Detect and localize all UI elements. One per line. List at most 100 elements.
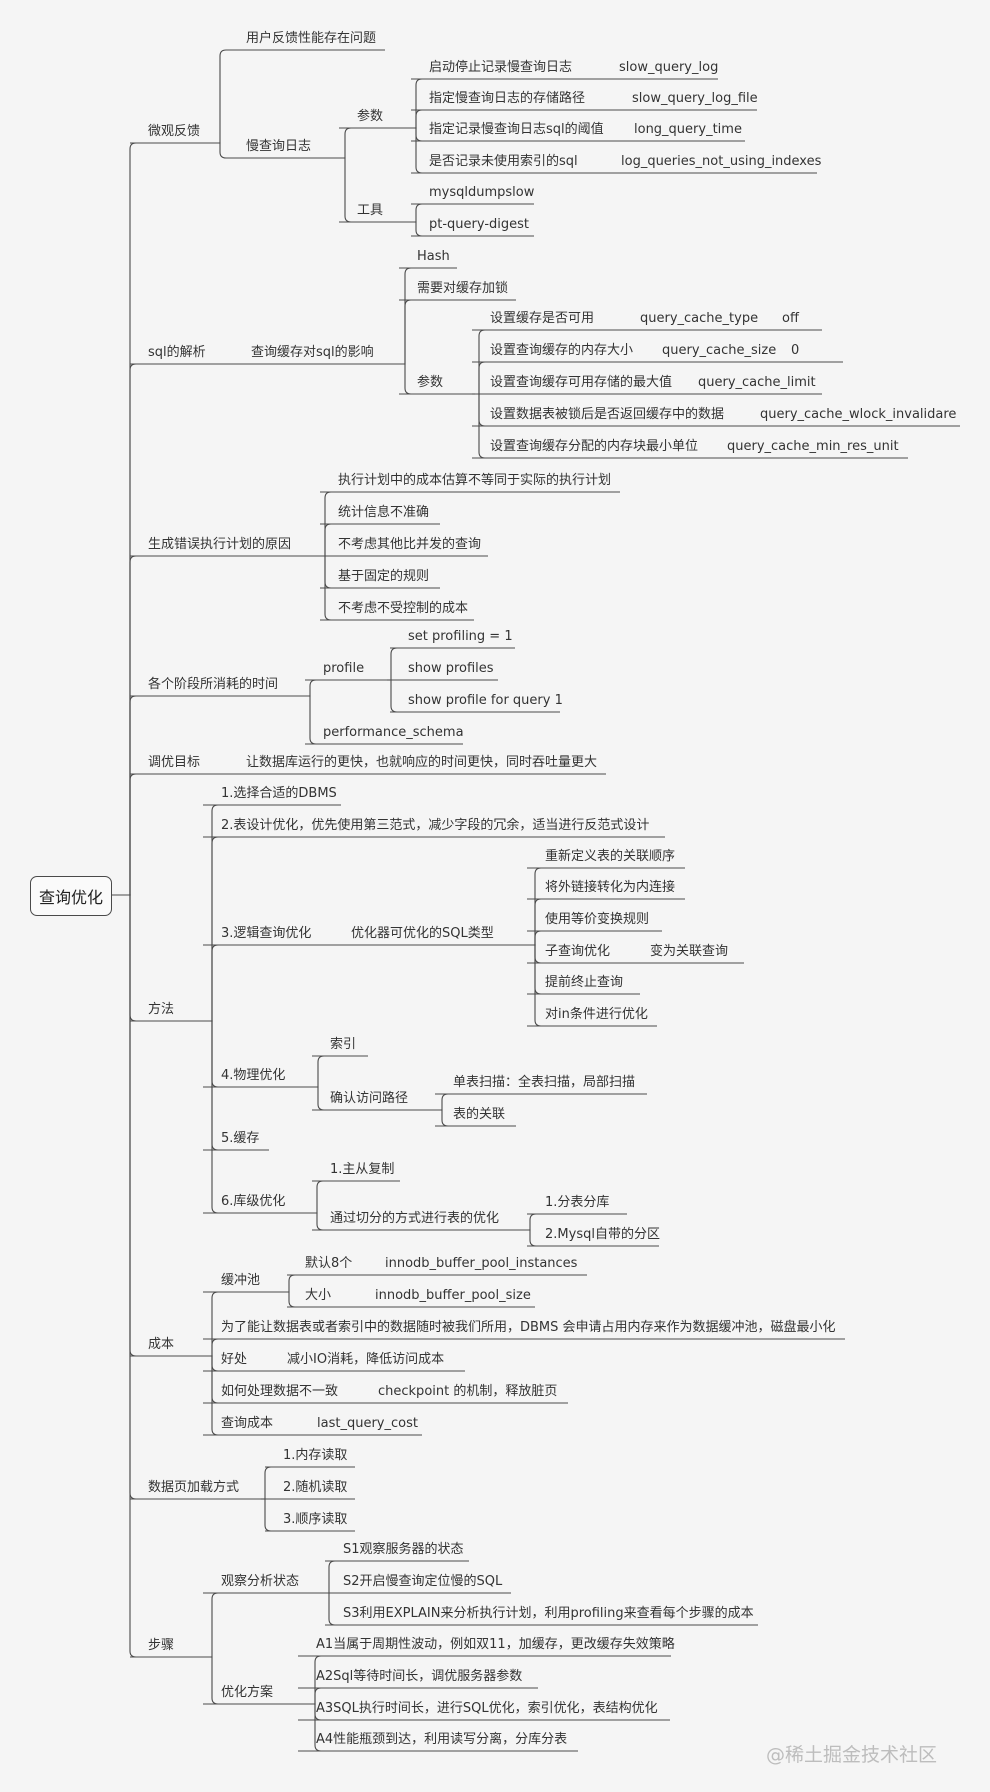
node-n7a1[interactable]: 默认8个 xyxy=(305,1256,353,1271)
node-n3b[interactable]: 统计信息不准确 xyxy=(338,505,430,520)
root-node[interactable]: 查询优化 xyxy=(30,876,112,916)
node-n6d2b[interactable]: 表的关联 xyxy=(453,1107,506,1122)
node-n1b1d[interactable]: 是否记录未使用索引的sql xyxy=(429,154,578,169)
node-n3[interactable]: 生成错误执行计划的原因 xyxy=(148,537,292,552)
node-n1b1c[interactable]: 指定记录慢查询日志sql的阈值 xyxy=(429,122,604,137)
node-n1[interactable]: 微观反馈 xyxy=(148,124,201,139)
node-n6c[interactable]: 3.逻辑查询优化 xyxy=(221,926,312,941)
node-n5a[interactable]: 让数据库运行的更快，也就响应的时间更快，同时吞吐量更大 xyxy=(246,755,598,770)
node-n7e1[interactable]: last_query_cost xyxy=(317,1416,418,1431)
node-n1b2a[interactable]: mysqldumpslow xyxy=(429,185,535,200)
node-n2a3d1[interactable]: query_cache_wlock_invalidare xyxy=(760,407,957,422)
node-n8c[interactable]: 3.顺序读取 xyxy=(283,1512,348,1527)
node-n6c1d[interactable]: 子查询优化 xyxy=(545,944,611,959)
node-n6d[interactable]: 4.物理优化 xyxy=(221,1068,286,1083)
node-n4a[interactable]: profile xyxy=(323,661,365,676)
node-n7e[interactable]: 查询成本 xyxy=(221,1416,274,1431)
node-n1b1b[interactable]: 指定慢查询日志的存储路径 xyxy=(429,91,586,106)
connector-n6a xyxy=(203,804,219,1022)
node-n7d[interactable]: 如何处理数据不一致 xyxy=(221,1384,339,1399)
node-n6f2b[interactable]: 2.Mysql自带的分区 xyxy=(545,1227,660,1242)
node-n1b2[interactable]: 工具 xyxy=(357,203,384,218)
node-n7c1[interactable]: 减小IO消耗，降低访问成本 xyxy=(287,1352,445,1367)
node-n6c1c[interactable]: 使用等价变换规则 xyxy=(545,912,650,927)
node-n1b1a1[interactable]: slow_query_log xyxy=(619,60,719,75)
node-n6d2a[interactable]: 单表扫描：全表扫描，局部扫描 xyxy=(453,1075,636,1090)
node-n9b4[interactable]: A4性能瓶颈到达，利用读写分离，分库分表 xyxy=(316,1732,568,1747)
node-n2a3e1[interactable]: query_cache_min_res_unit xyxy=(727,439,899,454)
node-n5[interactable]: 调优目标 xyxy=(148,755,201,770)
node-n2[interactable]: sql的解析 xyxy=(148,345,206,360)
node-n9b[interactable]: 优化方案 xyxy=(221,1685,274,1700)
node-n7a[interactable]: 缓冲池 xyxy=(221,1273,261,1288)
node-n9a2[interactable]: S2开启慢查询定位慢的SQL xyxy=(343,1574,503,1589)
node-n4[interactable]: 各个阶段所消耗的时间 xyxy=(148,677,279,692)
connector-n6c1a xyxy=(527,867,542,946)
node-n8b[interactable]: 2.随机读取 xyxy=(283,1480,348,1495)
node-n2a3e[interactable]: 设置查询缓存分配的内存块最小单位 xyxy=(490,439,699,454)
node-n7c[interactable]: 好处 xyxy=(221,1352,248,1367)
node-n2a3b1[interactable]: query_cache_size xyxy=(662,343,777,358)
node-n9b1[interactable]: A1当属于周期性波动，例如双11，加缓存，更改缓存失效策略 xyxy=(316,1637,675,1652)
node-n4a1[interactable]: set profiling = 1 xyxy=(408,629,513,644)
node-n3a[interactable]: 执行计划中的成本估算不等同于实际的执行计划 xyxy=(338,473,612,488)
node-n6c1e[interactable]: 提前终止查询 xyxy=(545,975,624,990)
node-n1b1a[interactable]: 启动停止记录慢查询日志 xyxy=(429,60,573,75)
node-n6f1[interactable]: 1.主从复制 xyxy=(330,1162,395,1177)
node-n4a2[interactable]: show profiles xyxy=(408,661,494,676)
node-n2a3a[interactable]: 设置缓存是否可用 xyxy=(490,311,595,326)
node-n2a3b2[interactable]: 0 xyxy=(791,343,800,358)
node-n9b3[interactable]: A3SQL执行时间长，进行SQL优化，索引优化，表结构优化 xyxy=(316,1701,658,1716)
node-n2a[interactable]: 查询缓存对sql的影响 xyxy=(251,345,374,360)
node-n8[interactable]: 数据页加载方式 xyxy=(148,1480,240,1495)
node-n2a3d[interactable]: 设置数据表被锁后是否返回缓存中的数据 xyxy=(490,407,725,422)
node-n1b[interactable]: 慢查询日志 xyxy=(246,139,312,154)
node-n2a3c1[interactable]: query_cache_limit xyxy=(698,375,816,390)
node-n6c1a[interactable]: 重新定义表的关联顺序 xyxy=(545,849,676,864)
node-n1b1[interactable]: 参数 xyxy=(357,109,384,124)
node-n6c1b[interactable]: 将外链接转化为内连接 xyxy=(545,880,676,895)
node-n7a2[interactable]: 大小 xyxy=(305,1288,332,1303)
node-n6f2[interactable]: 通过切分的方式进行表的优化 xyxy=(330,1211,500,1226)
node-n7a2a[interactable]: innodb_buffer_pool_size xyxy=(375,1288,531,1303)
connector-n3a xyxy=(320,491,332,557)
node-n7b[interactable]: 为了能让数据表或者索引中的数据随时被我们所用，DBMS 会申请占用内存来作为数据… xyxy=(221,1320,836,1335)
node-n9a1[interactable]: S1观察服务器的状态 xyxy=(343,1542,464,1557)
node-n2a3b[interactable]: 设置查询缓存的内存大小 xyxy=(490,343,634,358)
node-n6d1[interactable]: 索引 xyxy=(330,1037,357,1052)
node-n2a2[interactable]: 需要对缓存加锁 xyxy=(417,281,509,296)
node-n2a1[interactable]: Hash xyxy=(417,249,450,264)
node-n4a3[interactable]: show profile for query 1 xyxy=(408,693,563,708)
node-n9a3[interactable]: S3利用EXPLAIN来分析执行计划，利用profiling来查看每个步骤的成本 xyxy=(343,1606,754,1621)
node-n1b1c1[interactable]: long_query_time xyxy=(634,122,742,137)
node-n6d2[interactable]: 确认访问路径 xyxy=(330,1091,409,1106)
node-n6c1d1[interactable]: 变为关联查询 xyxy=(650,944,729,959)
node-n2a3a2[interactable]: off xyxy=(782,311,799,326)
node-n6f2a[interactable]: 1.分表分库 xyxy=(545,1195,610,1210)
node-n9a[interactable]: 观察分析状态 xyxy=(221,1574,300,1589)
node-n3e[interactable]: 不考虑不受控制的成本 xyxy=(338,601,469,616)
node-n6c1f[interactable]: 对in条件进行优化 xyxy=(545,1007,648,1022)
node-n2a3a1[interactable]: query_cache_type xyxy=(640,311,759,326)
node-n1b1b1[interactable]: slow_query_log_file xyxy=(632,91,758,106)
node-n7a1a[interactable]: innodb_buffer_pool_instances xyxy=(385,1256,578,1271)
node-n2a3c[interactable]: 设置查询缓存可用存储的最大值 xyxy=(490,375,673,390)
node-n1b1d1[interactable]: log_queries_not_using_indexes xyxy=(621,154,822,169)
node-n6e[interactable]: 5.缓存 xyxy=(221,1131,260,1146)
node-n7d1[interactable]: checkpoint 的机制，释放脏页 xyxy=(378,1384,558,1399)
node-n9[interactable]: 步骤 xyxy=(148,1638,175,1653)
node-n1b2b[interactable]: pt-query-digest xyxy=(429,217,530,232)
node-n3c[interactable]: 不考虑其他比并发的查询 xyxy=(338,537,482,552)
node-n4b[interactable]: performance_schema xyxy=(323,725,464,740)
node-n3d[interactable]: 基于固定的规则 xyxy=(338,569,430,584)
node-n2a3[interactable]: 参数 xyxy=(417,375,444,390)
node-n1a[interactable]: 用户反馈性能存在问题 xyxy=(246,31,377,46)
node-n6[interactable]: 方法 xyxy=(148,1002,175,1017)
node-n6b[interactable]: 2.表设计优化，优先使用第三范式，减少字段的冗余，适当进行反范式设计 xyxy=(221,818,650,833)
node-n6c1[interactable]: 优化器可优化的SQL类型 xyxy=(351,926,494,941)
node-n6f[interactable]: 6.库级优化 xyxy=(221,1194,286,1209)
node-n6a[interactable]: 1.选择合适的DBMS xyxy=(221,786,337,801)
node-n9b2[interactable]: A2Sql等待时间长，调优服务器参数 xyxy=(316,1669,523,1684)
node-n8a[interactable]: 1.内存读取 xyxy=(283,1448,348,1463)
node-n7[interactable]: 成本 xyxy=(148,1337,175,1352)
